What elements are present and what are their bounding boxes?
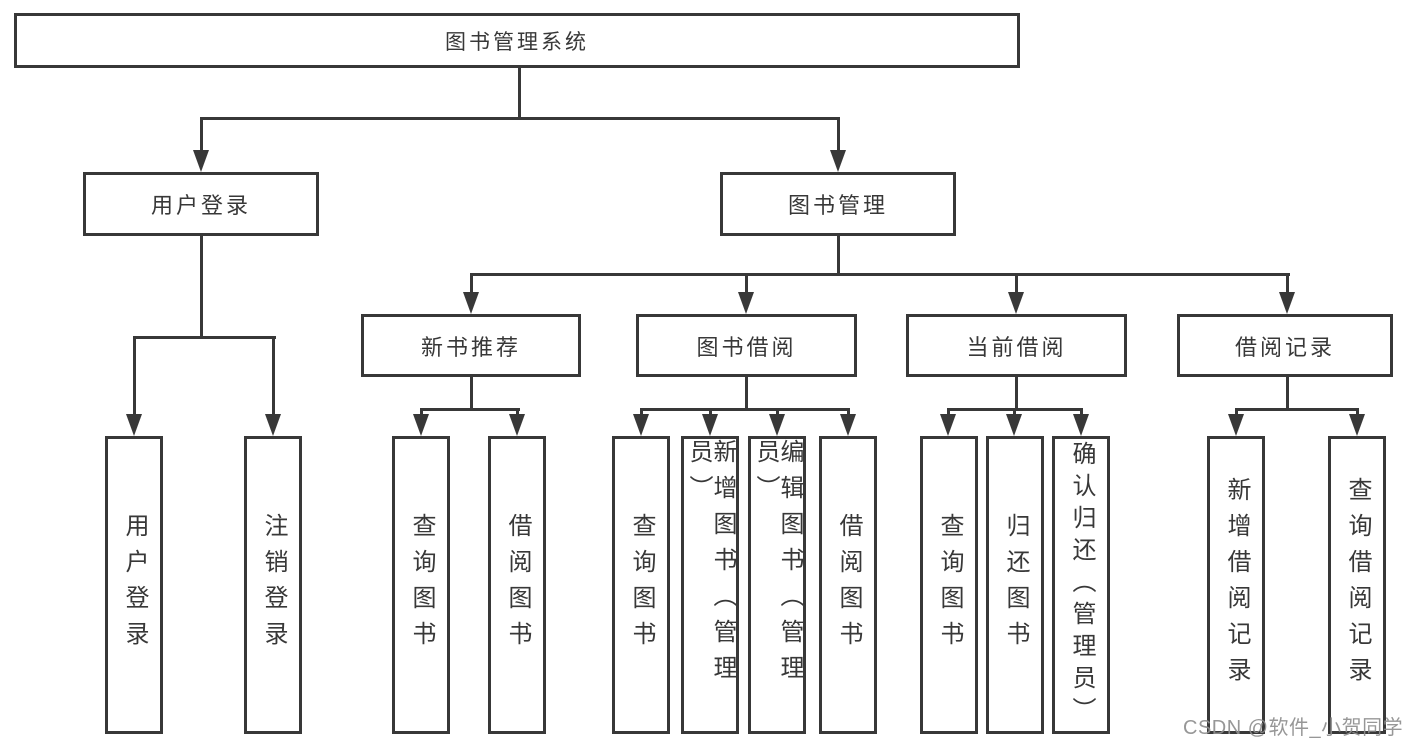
node-user-login-label: 用户登录 xyxy=(150,193,251,218)
connector-line xyxy=(133,336,276,339)
connector-line xyxy=(1286,276,1289,294)
leaf-query-books-recommend-label: 查询图书 xyxy=(408,513,435,657)
connector-line xyxy=(837,236,840,276)
leaf-return-books: 归还图书 xyxy=(986,436,1044,734)
leaf-borrow-books-label: 借阅图书 xyxy=(835,513,862,657)
leaf-add-books-admin: 新增图书（管理员） xyxy=(681,436,739,734)
node-book-management-label: 图书管理 xyxy=(787,193,888,218)
arrowhead-down-icon xyxy=(702,414,718,436)
leaf-logout-login: 注销登录 xyxy=(244,436,302,734)
node-current-borrow: 当前借阅 xyxy=(906,314,1127,377)
leaf-borrow-books-recommend-label: 借阅图书 xyxy=(504,513,531,657)
arrowhead-down-icon xyxy=(940,414,956,436)
connector-line xyxy=(745,276,748,294)
leaf-add-borrow-record-label: 新增借阅记录 xyxy=(1223,477,1250,693)
arrowhead-down-icon xyxy=(509,414,525,436)
connector-line xyxy=(200,117,840,120)
node-borrow-records-label: 借阅记录 xyxy=(1234,334,1335,360)
connector-line xyxy=(470,273,1290,276)
arrowhead-down-icon xyxy=(1073,414,1089,436)
connector-line xyxy=(1015,276,1018,294)
arrowhead-down-icon xyxy=(633,414,649,436)
connector-line xyxy=(518,68,521,120)
node-user-login: 用户登录 xyxy=(83,172,319,236)
leaf-query-books-borrow: 查询图书 xyxy=(612,436,670,734)
leaf-user-login-label: 用户登录 xyxy=(121,513,148,657)
node-library-system-label: 图书管理系统 xyxy=(445,30,589,54)
arrowhead-down-icon xyxy=(769,414,785,436)
arrowhead-down-icon xyxy=(126,414,142,436)
arrowhead-down-icon xyxy=(830,150,846,172)
leaf-confirm-return-admin: 确认归还（管理员） xyxy=(1052,436,1110,734)
leaf-edit-books-admin-label: 编辑图书（管理员） xyxy=(752,439,803,691)
connector-line xyxy=(470,377,473,411)
node-new-book-recommend-label: 新书推荐 xyxy=(420,334,521,360)
arrowhead-down-icon xyxy=(463,292,479,314)
leaf-edit-books-admin: 编辑图书（管理员） xyxy=(748,436,806,734)
node-library-system: 图书管理系统 xyxy=(14,13,1020,68)
arrowhead-down-icon xyxy=(738,292,754,314)
node-book-management: 图书管理 xyxy=(720,172,956,236)
leaf-query-books-current-label: 查询图书 xyxy=(936,513,963,657)
arrowhead-down-icon xyxy=(265,414,281,436)
connector-line xyxy=(470,276,473,294)
leaf-query-books-borrow-label: 查询图书 xyxy=(628,513,655,657)
leaf-query-books-recommend: 查询图书 xyxy=(392,436,450,734)
node-borrow-records: 借阅记录 xyxy=(1177,314,1393,377)
leaf-query-borrow-record-label: 查询借阅记录 xyxy=(1344,477,1371,693)
node-book-borrow-label: 图书借阅 xyxy=(696,334,797,360)
connector-line xyxy=(272,339,275,415)
leaf-borrow-books-recommend: 借阅图书 xyxy=(488,436,546,734)
leaf-add-borrow-record: 新增借阅记录 xyxy=(1207,436,1265,734)
arrowhead-down-icon xyxy=(1228,414,1244,436)
node-current-borrow-label: 当前借阅 xyxy=(966,334,1067,360)
leaf-query-borrow-record: 查询借阅记录 xyxy=(1328,436,1386,734)
connector-line xyxy=(1286,377,1289,411)
connector-line xyxy=(947,408,1083,411)
connector-line xyxy=(1015,377,1018,411)
arrowhead-down-icon xyxy=(1006,414,1022,436)
connector-line xyxy=(745,377,748,411)
leaf-user-login: 用户登录 xyxy=(105,436,163,734)
csdn-watermark: CSDN @软件_小贺同学 xyxy=(1183,717,1404,739)
arrowhead-down-icon xyxy=(840,414,856,436)
arrowhead-down-icon xyxy=(193,150,209,172)
arrowhead-down-icon xyxy=(413,414,429,436)
leaf-confirm-return-admin-label: 确认归还（管理员） xyxy=(1068,441,1095,729)
arrowhead-down-icon xyxy=(1349,414,1365,436)
leaf-logout-login-label: 注销登录 xyxy=(260,513,287,657)
connector-line xyxy=(200,236,203,339)
leaf-query-books-current: 查询图书 xyxy=(920,436,978,734)
arrowhead-down-icon xyxy=(1279,292,1295,314)
arrowhead-down-icon xyxy=(1008,292,1024,314)
leaf-return-books-label: 归还图书 xyxy=(1002,513,1029,657)
connector-line xyxy=(133,339,136,415)
node-book-borrow: 图书借阅 xyxy=(636,314,857,377)
connector-line xyxy=(420,408,520,411)
connector-line xyxy=(1235,408,1359,411)
leaf-borrow-books: 借阅图书 xyxy=(819,436,877,734)
connector-line xyxy=(837,117,840,152)
leaf-add-books-admin-label: 新增图书（管理员） xyxy=(685,439,736,691)
connector-line xyxy=(200,117,203,152)
node-new-book-recommend: 新书推荐 xyxy=(361,314,581,377)
connector-line xyxy=(640,408,850,411)
